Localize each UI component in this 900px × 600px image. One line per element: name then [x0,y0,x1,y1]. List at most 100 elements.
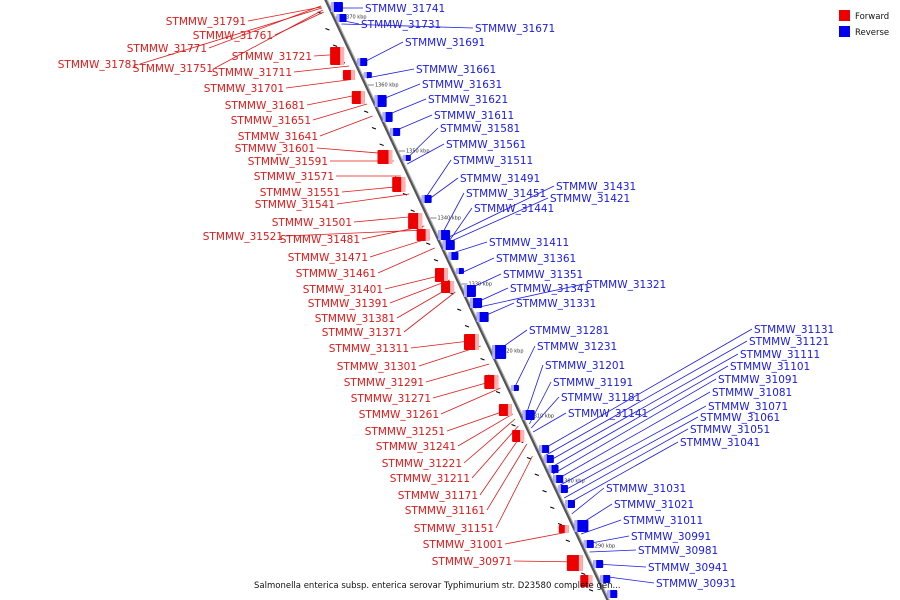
reverse-leader-line [458,257,495,275]
reverse-gene-shade [382,112,386,122]
reverse-gene-shade [492,345,496,359]
reverse-gene-label: STMMW_31061 [700,412,780,424]
forward-gene-label: STMMW_30971 [432,556,512,568]
reverse-gene-label: STMMW_31281 [529,325,609,337]
forward-gene-shade [425,229,430,241]
axis-marker [332,44,338,47]
forward-gene-shade [418,213,423,229]
forward-leader-line [336,193,410,205]
forward-gene-label: STMMW_31241 [376,441,456,453]
reverse-leader-line [513,345,536,391]
reverse-gene-label: STMMW_31691 [405,37,485,49]
forward-gene-label: STMMW_31271 [351,393,431,405]
reverse-leader-line [366,68,415,79]
reverse-leader-line [544,340,748,457]
scale-tick-label: 1350 kbp [406,149,430,155]
reverse-gene-label: STMMW_31621 [428,94,508,106]
reverse-gene-shade [543,455,547,463]
axis-marker [363,110,369,113]
axis-marker [588,589,594,592]
forward-gene-label: STMMW_31721 [232,51,312,63]
forward-gene-label: STMMW_31251 [365,426,445,438]
forward-leader-line [377,247,435,274]
reverse-gene-shade [390,128,394,136]
forward-gene-label: STMMW_31701 [204,83,284,95]
forward-gene-shade [443,268,448,282]
forward-gene-label: STMMW_31001 [423,539,503,551]
forward-gene-shade [474,334,479,350]
forward-gene-shade [588,575,593,587]
reverse-gene-label: STMMW_31451 [466,188,546,200]
reverse-leader-line [589,549,637,553]
forward-gene-label: STMMW_31291 [344,377,424,389]
reverse-gene-shade [470,298,474,308]
reverse-gene-label: STMMW_31421 [550,193,630,205]
forward-gene-label: STMMW_31761 [193,30,273,42]
axis-marker [410,209,415,212]
axis-marker [325,28,330,31]
axis-marker [426,242,431,245]
forward-gene-label: STMMW_31751 [133,63,213,75]
gene-labels: STMMW_31791STMMW_31761STMMW_31771STMMW_3… [58,3,834,590]
reverse-gene-label: STMMW_31431 [556,181,636,193]
reverse-leader-line [532,412,567,433]
reverse-gene-label: STMMW_31071 [708,401,788,413]
reverse-gene-label: STMMW_31091 [718,374,798,386]
scale-tick-label: 1300 kbp [561,479,585,485]
axis-marker [457,308,462,311]
forward-gene-label: STMMW_31601 [235,143,315,155]
axis-marker [550,506,555,509]
forward-gene-label: STMMW_31481 [280,234,360,246]
reverse-gene-label: STMMW_31351 [503,269,583,281]
reverse-leader-line [571,487,605,515]
reverse-gene-block [574,520,589,532]
legend: Forward Reverse [839,10,889,38]
forward-gene-shade [450,281,455,293]
reverse-gene-label: STMMW_31491 [460,173,540,185]
reverse-gene-label: STMMW_31111 [740,349,820,361]
reverse-leader-line [552,378,717,475]
genome-axis-line [324,0,610,600]
reverse-gene-label: STMMW_31201 [545,360,625,372]
axis-marker [557,523,563,526]
axis-marker [433,259,439,262]
forward-leader-line [403,291,456,333]
reverse-gene-label: STMMW_30941 [648,562,728,574]
reverse-gene-label: STMMW_31041 [680,437,760,449]
reverse-gene-label: STMMW_31101 [730,361,810,373]
reverse-gene-shade [363,72,367,78]
reverse-gene-label: STMMW_31141 [568,408,648,420]
axis-marker [464,325,470,328]
forward-leader-line [369,237,431,258]
forward-leader-line [471,425,519,479]
forward-gene-label: STMMW_31681 [225,100,305,112]
forward-gene-label: STMMW_31651 [231,115,311,127]
reverse-leader-line [541,328,753,451]
reverse-gene-label: STMMW_31181 [561,392,641,404]
reverse-gene-label: STMMW_31321 [586,279,666,291]
forward-leader-line [486,443,528,511]
reverse-gene-shade [402,155,406,161]
axis-marker [371,127,377,130]
forward-gene-label: STMMW_31551 [260,187,340,199]
forward-gene-shade [564,525,569,533]
reverse-gene-shade [374,95,378,107]
axis-marker [565,539,570,542]
reverse-leader-line [530,396,560,429]
reverse-gene-label: STMMW_31631 [422,79,502,91]
forward-gene-label: STMMW_31541 [255,199,335,211]
reverse-gene-label: STMMW_31081 [712,387,792,399]
reverse-gene-shade [421,195,425,203]
reverse-gene-shade [583,540,587,548]
forward-gene-label: STMMW_31521 [203,231,283,243]
reverse-gene-label: STMMW_31121 [749,336,829,348]
forward-gene-label: STMMW_31571 [254,171,334,183]
reverse-gene-label: STMMW_31581 [440,123,520,135]
reverse-leader-line [558,405,707,487]
reverse-gene-label: STMMW_31411 [489,237,569,249]
reverse-gene-shade [607,590,611,598]
scale-tick-label: 1370 kbp [343,15,367,21]
reverse-gene-label: STMMW_31231 [537,341,617,353]
